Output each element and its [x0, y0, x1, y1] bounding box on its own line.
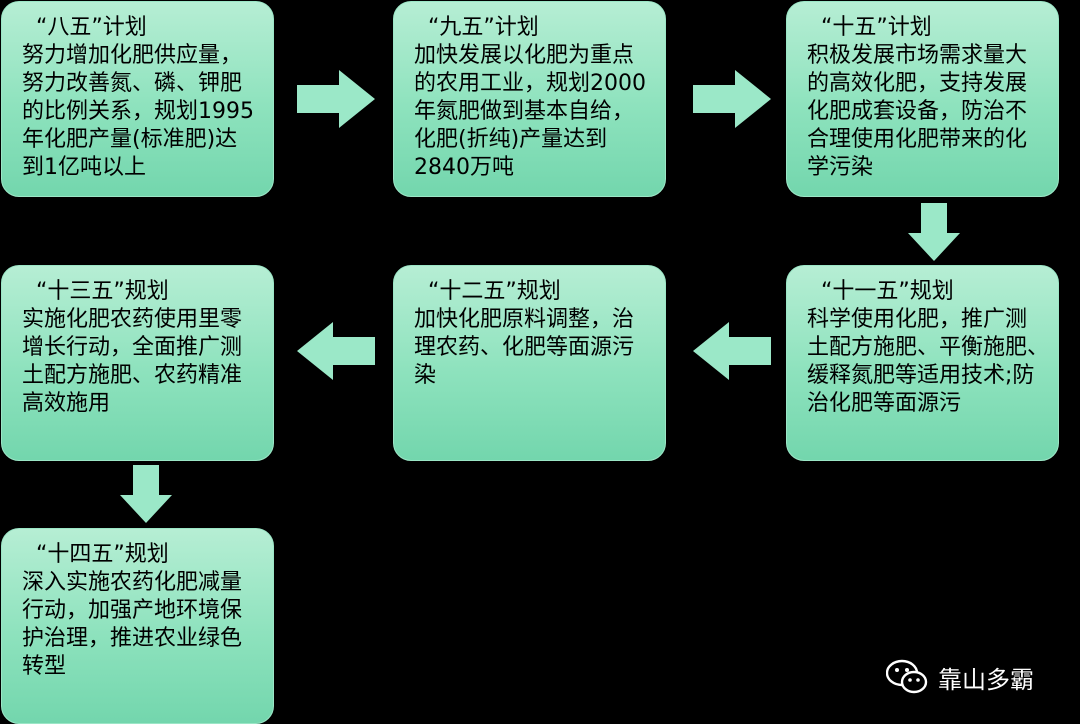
watermark-text: 靠山多霸 [938, 665, 1034, 694]
arrow-down-icon [120, 465, 172, 523]
plan-title: “十二五”规划 [428, 279, 561, 304]
plan-box-13th: “十三五”规划 实施化肥农药使用里零 增长行动，全面推广测 土配方施肥、农药精准… [1, 265, 274, 461]
arrow-right-icon [297, 70, 375, 128]
plan-box-10th: “十五”计划 积极发展市场需求量大 的高效化肥，支持发展 化肥成套设备，防治不 … [786, 1, 1059, 197]
plan-title: “十四五”规划 [36, 542, 169, 567]
plan-title: “十五”计划 [821, 15, 932, 40]
plan-box-14th: “十四五”规划 深入实施农药化肥减量 行动，加强产地环境保 护治理，推进农业绿色… [1, 528, 274, 724]
plan-title: “九五”计划 [428, 15, 539, 40]
plan-body: 科学使用化肥，推广测 土配方施肥、平衡施肥、 缓释氮肥等适用技术;防 治化肥等面… [807, 307, 1050, 416]
arrow-right-icon [693, 70, 771, 128]
plan-box-8th: “八五”计划 努力增加化肥供应量， 努力改善氮、磷、钾肥 的比例关系，规划199… [1, 1, 274, 197]
arrow-left-icon [297, 322, 375, 380]
plan-body: 实施化肥农药使用里零 增长行动，全面推广测 土配方施肥、农药精准 高效施用 [22, 307, 243, 416]
plan-box-12th: “十二五”规划 加快化肥原料调整，治 理农药、化肥等面源污 染 [393, 265, 666, 461]
plan-body: 加快化肥原料调整，治 理农药、化肥等面源污 染 [414, 307, 635, 388]
wechat-icon [886, 659, 928, 694]
plan-title: “十三五”规划 [36, 279, 169, 304]
plan-title: “八五”计划 [36, 15, 147, 40]
plan-box-11th: “十一五”规划 科学使用化肥，推广测 土配方施肥、平衡施肥、 缓释氮肥等适用技术… [786, 265, 1059, 461]
watermark: 靠山多霸 [886, 659, 1034, 695]
plan-body: 深入实施农药化肥减量 行动，加强产地环境保 护治理，推进农业绿色 转型 [22, 570, 243, 679]
plan-title: “十一五”规划 [821, 279, 954, 304]
arrow-down-icon [908, 203, 960, 261]
arrow-left-icon [693, 322, 771, 380]
plan-body: 积极发展市场需求量大 的高效化肥，支持发展 化肥成套设备，防治不 合理使用化肥带… [807, 43, 1028, 180]
plan-body: 努力增加化肥供应量， 努力改善氮、磷、钾肥 的比例关系，规划1995 年化肥产量… [22, 43, 254, 180]
plan-box-9th: “九五”计划 加快发展以化肥为重点 的农用工业，规划2000 年氮肥做到基本自给… [393, 1, 666, 197]
plan-body: 加快发展以化肥为重点 的农用工业，规划2000 年氮肥做到基本自给， 化肥(折纯… [414, 43, 646, 180]
